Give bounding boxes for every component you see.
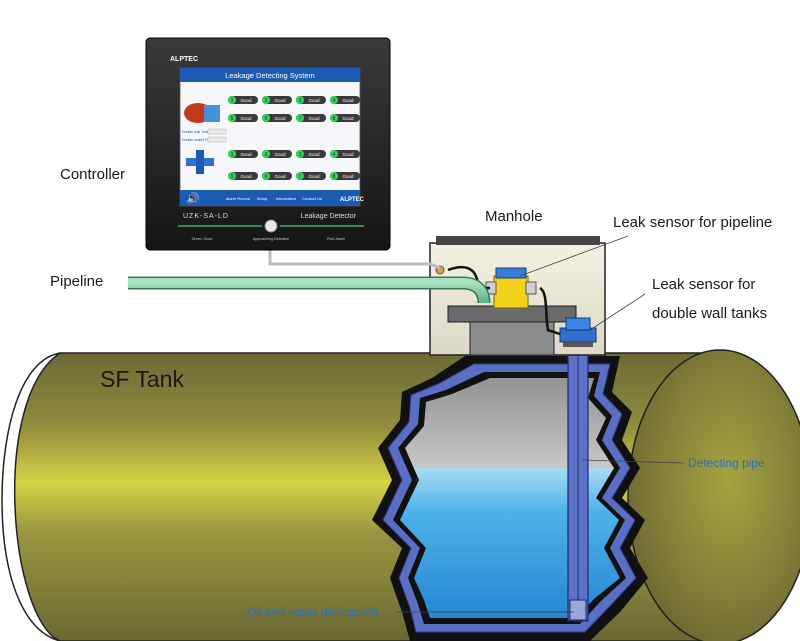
label-leak-sensor-pipeline: Leak sensor for pipeline: [613, 214, 773, 231]
status-pill-text: Good: [342, 174, 354, 179]
nav-item[interactable]: Contact Us: [302, 196, 322, 201]
nav-item[interactable]: Information: [276, 196, 296, 201]
controller-screen: [179, 67, 361, 207]
status-pill-id: 8: [333, 116, 336, 122]
nav-brand-logo: ALPTEC: [340, 197, 365, 203]
status-pill-text: Good: [274, 174, 286, 179]
status-pill-text: Good: [274, 152, 286, 157]
label-controller: Controller: [60, 166, 126, 183]
manhole: [429, 236, 606, 356]
status-pill-id: 7: [299, 116, 302, 122]
status-pill-text: Good: [274, 98, 286, 103]
status-pill-text: Good: [342, 98, 354, 103]
status-pill-id: 7: [299, 174, 302, 180]
label-pipeline: Pipeline: [50, 273, 104, 290]
pipeline-sensor: [485, 267, 537, 309]
status-pill: 6 Good: [262, 114, 292, 122]
tank-cutaway: [372, 344, 648, 641]
label-oil-water: Oil and water distinguish: [247, 605, 378, 619]
status-pill: 8 Good: [330, 172, 360, 180]
leader-lines: [396, 235, 685, 613]
status-pill: 7 Good: [296, 114, 326, 122]
brand-logo: ALPTEC: [170, 56, 198, 63]
speaker-icon: 🔊: [186, 191, 200, 205]
power-button[interactable]: [264, 219, 278, 233]
tank-sensor: [559, 317, 597, 347]
status-pill: 5 Good: [228, 114, 258, 122]
label-leak-sensor-tanks-1: Leak sensor for: [652, 276, 756, 293]
status-pill: 7 Good: [296, 172, 326, 180]
status-pill-text: Good: [308, 174, 320, 179]
status-pill-text: Good: [342, 152, 354, 157]
controller: Leakage Detecting System ALPTEC Double w…: [145, 37, 391, 251]
status-pill: 2 Good: [262, 150, 292, 158]
pipeline: [128, 276, 491, 304]
status-pill-id: 6: [265, 174, 268, 180]
led-red-label: Red: Alarm: [327, 237, 345, 241]
status-pill-text: Good: [308, 98, 320, 103]
nav-item[interactable]: Setup: [257, 196, 268, 201]
status-pill-id: 8: [333, 174, 336, 180]
status-pill-id: 3: [299, 152, 302, 158]
status-pill: 1 Good: [228, 96, 258, 104]
status-pill-text: Good: [240, 116, 252, 121]
status-pill: 4 Good: [330, 96, 360, 104]
status-pill-text: Good: [240, 152, 252, 157]
status-pill-id: 6: [265, 116, 268, 122]
controller-cable: [268, 250, 441, 270]
label-leak-sensor-tanks-2: double wall tanks: [652, 305, 768, 322]
status-pill-id: 5: [231, 174, 234, 180]
label-detecting-pipe: Detecting pipe: [688, 456, 765, 470]
status-pill-id: 1: [231, 152, 234, 158]
status-pill-id: 1: [231, 98, 234, 104]
status-pill: 3 Good: [296, 96, 326, 104]
status-pill-text: Good: [308, 116, 320, 121]
label-manhole: Manhole: [485, 208, 543, 225]
status-pill-text: Good: [342, 116, 354, 121]
status-pill: 4 Good: [330, 150, 360, 158]
screen-title: Leakage Detecting System: [225, 71, 315, 80]
status-pill: 3 Good: [296, 150, 326, 158]
status-pill-id: 4: [333, 98, 336, 104]
status-pill-id: 4: [333, 152, 336, 158]
device-name: Leakage Detector: [301, 213, 357, 220]
status-pill: 5 Good: [228, 172, 258, 180]
label-sf-tank: SF Tank: [100, 366, 184, 392]
led-green-label: Green: Good: [192, 237, 213, 241]
nav-item[interactable]: Alarm Record: [226, 196, 250, 201]
status-pill: 2 Good: [262, 96, 292, 104]
status-pill-id: 5: [231, 116, 234, 122]
side-label-2: Double-walled Pipe: [182, 138, 212, 142]
side-label-1: Double wall Tank: [182, 130, 209, 134]
model-label: UZK-SA-LD: [183, 213, 229, 220]
status-pill-text: Good: [240, 98, 252, 103]
status-pill-text: Good: [274, 116, 286, 121]
status-pill: 8 Good: [330, 114, 360, 122]
status-pill-text: Good: [240, 174, 252, 179]
led-middle-label: Approaching Detection: [253, 237, 289, 241]
status-pill-id: 3: [299, 98, 302, 104]
tank-left-end: [1, 352, 61, 641]
screen-nav: Alarm Record Setup Information Contact Us AL…: [226, 196, 365, 203]
status-pill-id: 2: [265, 152, 268, 158]
tank-end-cap: [627, 349, 800, 641]
status-pill: 1 Good: [228, 150, 258, 158]
status-pill: 6 Good: [262, 172, 292, 180]
status-pill-id: 2: [265, 98, 268, 104]
status-pill-text: Good: [308, 152, 320, 157]
pipe-probe: [569, 599, 587, 621]
